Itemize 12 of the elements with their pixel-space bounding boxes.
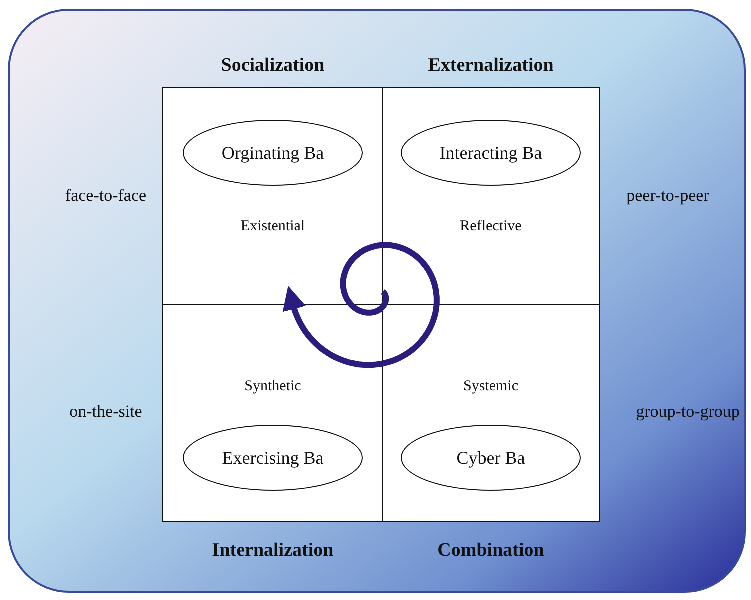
axis-label: face-to-face [65,186,147,206]
quadrant-label: Reflective [460,218,522,236]
quadrant-heading: Internalization [212,540,334,562]
quadrant-heading: Externalization [428,55,554,77]
quadrant-heading: Combination [438,540,544,562]
axis-label: on-the-site [70,402,142,422]
quadrant-label: Synthetic [244,378,302,396]
quadrant-heading: Socialization [221,55,325,77]
quadrant-label: Systemic [464,378,518,396]
axis-label: group-to-group [636,402,740,422]
quadrant-label: Existential [240,218,306,236]
axis-label: peer-to-peer [626,186,710,206]
